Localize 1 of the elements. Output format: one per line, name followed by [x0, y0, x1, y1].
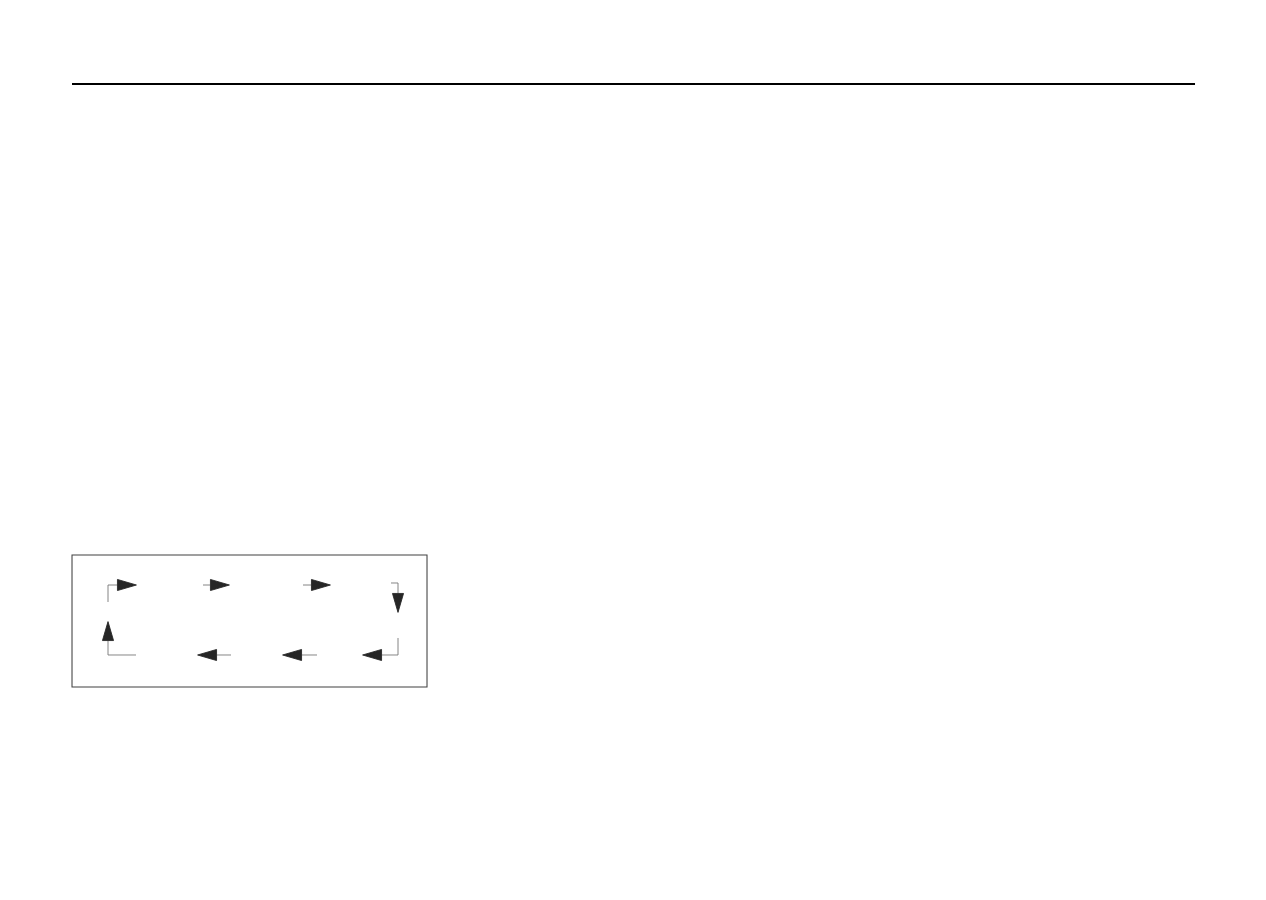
- frame-box: [71, 554, 428, 688]
